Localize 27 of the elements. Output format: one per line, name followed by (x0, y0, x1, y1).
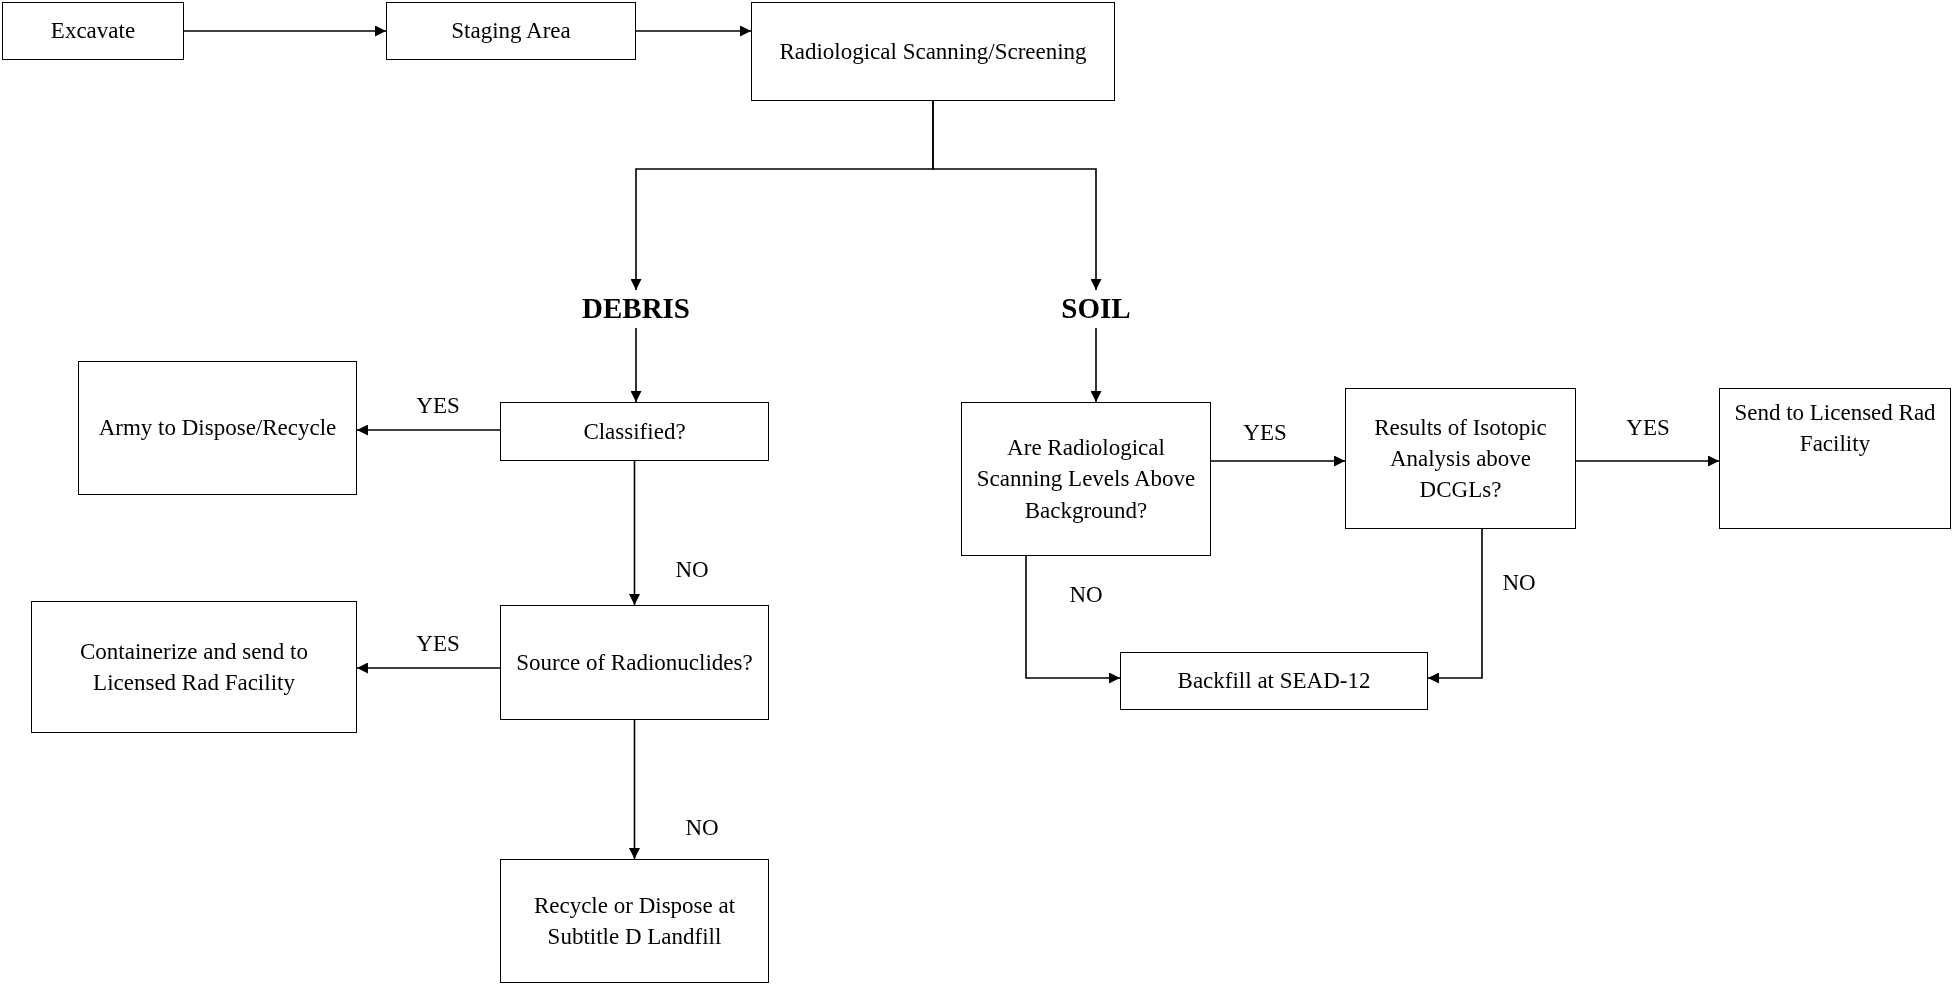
arrow (183, 25, 387, 37)
process-box: Backfill at SEAD-12 (1120, 652, 1428, 710)
arrow (932, 100, 1102, 291)
decision-box: Source of Radionuclides? (500, 605, 769, 720)
arrow (356, 662, 501, 674)
decision-box: Results of Isotopic Analysis above DCGLs? (1345, 388, 1576, 529)
arrow (630, 327, 642, 403)
category-heading: DEBRIS (566, 290, 706, 328)
arrow (1575, 455, 1720, 467)
arrow (635, 25, 752, 37)
process-box: Containerize and send to Licensed Rad Facility (31, 601, 357, 733)
arrow (629, 460, 640, 606)
process-box: Army to Dispose/Recycle (78, 361, 357, 495)
arrow (1210, 455, 1346, 467)
process-box: Staging Area (386, 2, 636, 60)
arrow (1427, 528, 1483, 684)
process-box: Recycle or Dispose at Subtitle D Landfill (500, 859, 769, 983)
process-box: Send to Licensed Rad Facility (1719, 388, 1951, 529)
arrow (629, 719, 640, 860)
category-heading: SOIL (1046, 290, 1146, 328)
arrow (1090, 327, 1102, 403)
arrow (356, 424, 501, 436)
decision-box: Are Radiological Scanning Levels Above Background? (961, 402, 1211, 556)
decision-box: Classified? (500, 402, 769, 461)
process-box: Radiological Scanning/Screening (751, 2, 1115, 101)
arrow (1025, 555, 1121, 684)
process-box: Excavate (2, 2, 184, 60)
